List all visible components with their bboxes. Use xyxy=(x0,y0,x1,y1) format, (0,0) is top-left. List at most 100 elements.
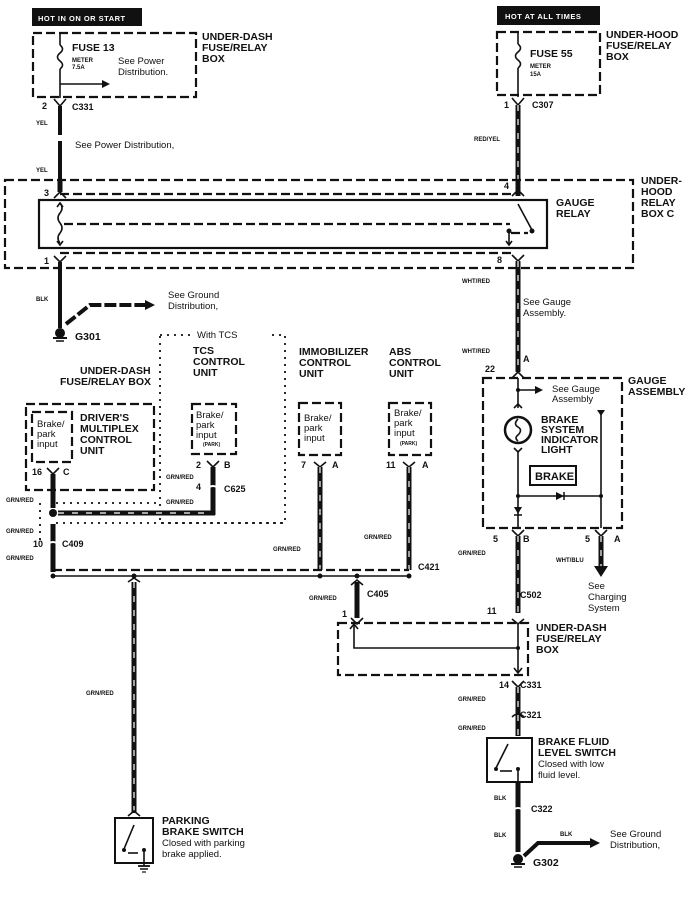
charging-note-3: System xyxy=(588,603,620,614)
wire-blk-g301: BLK xyxy=(36,297,49,303)
gauge-b-name: B xyxy=(523,534,530,544)
parking-switch-title-1: PARKING xyxy=(162,815,210,827)
abs-input-1: Brake/ xyxy=(394,408,422,419)
fluid-switch-title-1: BRAKE FLUID xyxy=(538,736,610,748)
fluid-switch-note-2: fluid level. xyxy=(538,770,580,781)
tcs-input-1: Brake/ xyxy=(196,410,224,421)
relay-pin-8: 8 xyxy=(497,255,502,265)
tcs-unit-label-2: CONTROL xyxy=(193,356,245,368)
c307-name: C307 xyxy=(532,100,554,110)
abs-input-4: (PARK) xyxy=(400,441,417,447)
c502-pin: 11 xyxy=(487,606,497,616)
underdash-top-label-1: UNDER-DASH xyxy=(202,31,273,43)
brake-lamp-text: BRAKE xyxy=(535,471,574,483)
c331-top-name: C331 xyxy=(72,102,94,112)
immob-input-2: park xyxy=(304,423,323,434)
relay-box-label-3: RELAY xyxy=(641,197,676,209)
tcs-input-3: input xyxy=(196,430,217,441)
indicator-label-3: INDICATOR xyxy=(541,434,599,446)
wire-grn-red-abs: GRN/RED xyxy=(364,535,392,541)
dmcu-input-2: park xyxy=(37,429,56,440)
underhood-top-label-2: FUSE/RELAY xyxy=(606,40,672,52)
c625-pin: 4 xyxy=(196,482,201,492)
wire-yel-2: YEL xyxy=(36,168,48,174)
immob-label-2: CONTROL xyxy=(299,357,351,369)
abs-connector: A xyxy=(422,460,429,470)
fuse-13-label: FUSE 13 xyxy=(72,42,115,54)
abs-label-2: CONTROL xyxy=(389,357,441,369)
brake-fluid-level-switch xyxy=(486,737,533,783)
diode-icon xyxy=(514,507,522,514)
abs-pin: 11 xyxy=(386,460,396,470)
c405-name: C405 xyxy=(367,589,389,599)
gauge-assembly xyxy=(481,376,624,530)
fuse-13-rating: 7.5A xyxy=(72,65,85,71)
parking-switch-title-2: BRAKE SWITCH xyxy=(162,826,244,838)
parking-brake-switch xyxy=(114,817,154,864)
relay-pin-1: 1 xyxy=(44,256,49,266)
ground-dist-note-1b: Distribution, xyxy=(168,301,218,312)
switch-contact-icon xyxy=(495,743,509,769)
dmcu-label-2: MULTIPLEX xyxy=(80,423,139,435)
header-hot-all-times-text: HOT AT ALL TIMES xyxy=(505,12,581,21)
relay-box-label-1: UNDER- xyxy=(641,175,682,187)
underhood-relay-box-c xyxy=(3,178,635,270)
wire-grn-red-dmcu: GRN/RED xyxy=(6,498,34,504)
ground-switch-icon xyxy=(138,865,150,873)
tcs-brake-park-input xyxy=(190,402,238,456)
tcs-input-4: (PARK) xyxy=(203,442,220,448)
c331-top-pin: 2 xyxy=(42,101,47,111)
ground-dist-note-2b: Distribution, xyxy=(610,840,660,851)
gauge-ref-note-2: Assembly. xyxy=(523,308,566,319)
c421-name: C421 xyxy=(418,562,440,572)
wire-grn-red-park-label: GRN/RED xyxy=(86,691,114,697)
wire-grn-red-c405: GRN/RED xyxy=(309,596,337,602)
c321-name: C321 xyxy=(520,710,542,720)
relay-pin-4: 4 xyxy=(504,181,509,191)
tcs-unit-label-3: UNIT xyxy=(193,367,218,379)
with-tcs-label: With TCS xyxy=(197,330,237,341)
diode-icon xyxy=(556,492,564,500)
indicator-label-4: LIGHT xyxy=(541,444,573,456)
gauge-inner-note-1: See Gauge xyxy=(552,384,600,395)
abs-input-2: park xyxy=(394,418,413,429)
c307-pin: 1 xyxy=(504,100,509,110)
gauge-pin-a-top: A xyxy=(523,354,530,364)
arrow-down-icon xyxy=(594,566,608,577)
fuse-13-note-1: See Power xyxy=(118,56,164,67)
relay-box-label-4: BOX C xyxy=(641,208,675,220)
tcs-connector: B xyxy=(224,460,231,470)
dmcu-input-1: Brake/ xyxy=(37,419,65,430)
c322-name: C322 xyxy=(531,804,553,814)
wire-yel-1: YEL xyxy=(36,121,48,127)
gauge-a-name: A xyxy=(614,534,621,544)
c405-pin: 1 xyxy=(342,609,347,619)
gauge-pin-22: 22 xyxy=(485,364,495,374)
fuse-13-icon xyxy=(56,44,64,70)
fluid-switch-note-1: Closed with low xyxy=(538,759,604,770)
wire-blk-2: BLK xyxy=(494,833,507,839)
dmcu-pin: 16 xyxy=(32,467,42,477)
charging-note-2: Charging xyxy=(588,592,627,603)
wire-grn-red-c625: GRN/RED xyxy=(166,500,194,506)
wire-wht-blu: WHT/BLU xyxy=(556,558,584,564)
header-hot-all-times xyxy=(497,6,600,25)
header-hot-on-start-text: HOT IN ON OR START xyxy=(38,14,126,23)
gauge-relay-label-1: GAUGE xyxy=(556,197,595,209)
dmcu-label-4: UNIT xyxy=(80,445,105,457)
switch-contact-icon xyxy=(123,824,135,850)
ground-ref-arrow-icon xyxy=(145,300,155,310)
gauge-a-pin: 5 xyxy=(585,534,590,544)
header-hot-on-start xyxy=(32,8,142,26)
underdash-bottom-label-2: FUSE/RELAY xyxy=(536,633,602,645)
wire-wht-red-1: WHT/RED xyxy=(462,279,491,285)
c409-name: C409 xyxy=(62,539,84,549)
immob-input-1: Brake/ xyxy=(304,413,332,424)
gauge-assembly-label-1: GAUGE xyxy=(628,375,667,387)
g301-label: G301 xyxy=(75,331,101,343)
relay-switch-icon xyxy=(517,203,533,231)
tcs-pin: 2 xyxy=(196,460,201,470)
arrow-right-icon xyxy=(535,386,543,394)
wire-grn-red-c409a: GRN/RED xyxy=(6,529,34,535)
